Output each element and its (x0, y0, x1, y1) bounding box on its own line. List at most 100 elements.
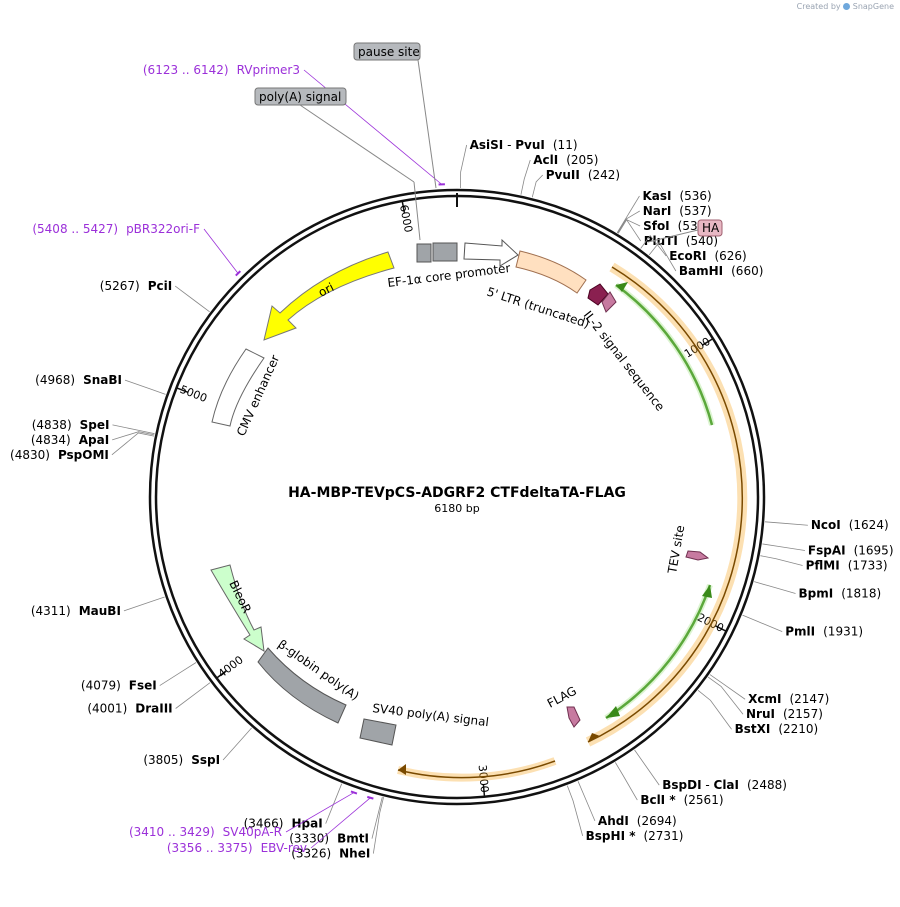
site-leader-line (111, 432, 155, 456)
credit-app: SnapGene (852, 2, 894, 11)
site-label[interactable]: (4838) SpeI (32, 418, 110, 432)
pause-site-label: pause site (358, 45, 420, 59)
il2-label: IL-2 signal sequence (581, 308, 668, 413)
beta-globin-polya-feature (257, 647, 347, 724)
green-feature-arc-upper (615, 283, 714, 426)
site-position: (1931) (823, 625, 863, 639)
site-label[interactable]: EcoRI(626) (669, 249, 747, 263)
site-position: (2147) (789, 692, 829, 706)
site-name: AhdI (598, 814, 629, 828)
site-label[interactable]: BamHI(660) (679, 264, 764, 278)
site-position: (2731) (643, 829, 683, 843)
flag-feature (566, 706, 581, 728)
site-label[interactable]: AsiSI - PvuI(11) (470, 138, 578, 152)
tick-label: 6000 (397, 204, 415, 234)
site-label[interactable]: AhdI(2694) (598, 814, 677, 828)
plasmid-name: HA-MBP-TEVpCS-ADGRF2 CTFdeltaTA-FLAG (288, 485, 626, 501)
site-leader-line (112, 431, 155, 441)
site-label[interactable]: (4834)ApaI (31, 433, 109, 447)
site-label[interactable]: (4968)SnaBI (35, 373, 122, 387)
site-name: HpaI (291, 817, 322, 831)
ha-label: HA (702, 221, 720, 235)
site-label[interactable]: BpmI(1818) (799, 586, 882, 600)
primer-leader-line (303, 69, 442, 185)
site-leader-line (159, 662, 197, 686)
site-leader-line (371, 796, 383, 839)
site-label[interactable]: NruI(2157) (746, 707, 823, 721)
primer-mark (235, 270, 242, 277)
site-name: SnaBI (83, 373, 122, 387)
snapgene-credit: Created by SnapGene (797, 2, 894, 11)
primer-leader-line (203, 228, 239, 274)
site-label[interactable]: PvuII(242) (546, 168, 620, 182)
site-position: (2157) (783, 707, 823, 721)
site-name: SspI (191, 753, 220, 767)
site-leader-line (707, 676, 744, 715)
site-name: NcoI (811, 518, 841, 532)
site-label[interactable]: PluTI(540) (644, 234, 718, 248)
site-leader-line (617, 218, 641, 234)
primer-label[interactable]: (3410 .. 3429)SV40pA-R (129, 825, 282, 839)
site-position: (3466) (244, 817, 284, 831)
primer-label[interactable]: (5408 .. 5427)pBR322ori-F (32, 222, 200, 236)
site-label[interactable]: (4079)FseI (81, 679, 157, 693)
polya-signal-label: poly(A) signal (259, 90, 341, 104)
tick-label: 3000 (476, 764, 492, 793)
site-label[interactable]: NcoI (1624) (811, 518, 889, 532)
site-dash: - (503, 138, 515, 152)
site-name: PvuII (546, 168, 580, 182)
tick-mark (702, 337, 714, 346)
site-position: (3330) (289, 832, 329, 846)
site-label[interactable]: BspHI *(2731) (586, 829, 684, 843)
site-label[interactable]: (3330)BmtI (289, 832, 369, 846)
site-label[interactable]: NarI(537) (643, 204, 712, 218)
site-label[interactable]: (3805)SspI (143, 753, 220, 767)
site-label[interactable]: PmlI(1931) (785, 625, 863, 639)
site-leader-line (531, 174, 544, 198)
site-leader-line (372, 797, 384, 854)
site-label[interactable]: (4311)MauBI (31, 604, 121, 618)
site-label[interactable]: PflMI(1733) (806, 558, 888, 572)
site-name: PflMI (806, 558, 840, 572)
tev-site-label: TEV site (665, 524, 687, 575)
site-label[interactable]: AclI(205) (533, 153, 598, 167)
site-name: EcoRI (669, 249, 706, 263)
il2-signal-feature (587, 283, 617, 313)
backbone-outer-ring (148, 188, 766, 806)
site-name: SpeI (80, 418, 110, 432)
snapgene-logo-icon (843, 3, 851, 10)
credit-created-by: Created by (796, 2, 841, 11)
site-label[interactable]: XcmI(2147) (748, 692, 829, 706)
site-name: BamHI (679, 264, 723, 278)
primer-sites: (6123 .. 6142)RVprimer3 (5408 .. 5427)pBR… (32, 63, 445, 855)
cmv-enhancer-feature (211, 348, 265, 427)
site-label[interactable]: FspAI(1695) (808, 543, 894, 557)
primer-name: RVprimer3 (237, 63, 300, 77)
site-label[interactable]: KasI(536) (642, 189, 711, 203)
site-position: (11) (553, 138, 578, 152)
site-label[interactable]: (5267)PciI (100, 279, 172, 293)
site-label[interactable]: (3326)NheI (291, 847, 370, 861)
site-position: (4838) (32, 418, 72, 432)
primer-range: (3410 .. 3429) (129, 825, 215, 839)
site-position: (2488) (747, 778, 787, 792)
site-label[interactable]: (4001)DraIII (87, 702, 172, 716)
site-label[interactable]: BstXI(2210) (735, 722, 819, 736)
site-label[interactable]: (4830)PspOMI (10, 448, 109, 462)
site-name: FseI (129, 679, 157, 693)
site-position: (540) (686, 234, 718, 248)
primer-label[interactable]: (6123 .. 6142)RVprimer3 (143, 63, 300, 77)
site-position: (5267) (100, 279, 140, 293)
primer-label[interactable]: (3356 .. 3375)EBV-rev (167, 841, 307, 855)
primer-range: (5408 .. 5427) (32, 222, 118, 236)
site-position: (1624) (849, 518, 889, 532)
site-leader-line (460, 144, 468, 189)
site-label[interactable]: (3466) HpaI (244, 817, 323, 831)
site-leader-line (566, 785, 584, 836)
site-label[interactable]: BspDI - ClaI(2488) (662, 778, 787, 792)
site-leader-line (764, 521, 808, 526)
plasmid-size: 6180 bp (434, 502, 479, 515)
site-label[interactable]: BclI *(2561) (640, 793, 723, 807)
site-name: KasI (642, 189, 671, 203)
site-leader-line (123, 596, 165, 612)
